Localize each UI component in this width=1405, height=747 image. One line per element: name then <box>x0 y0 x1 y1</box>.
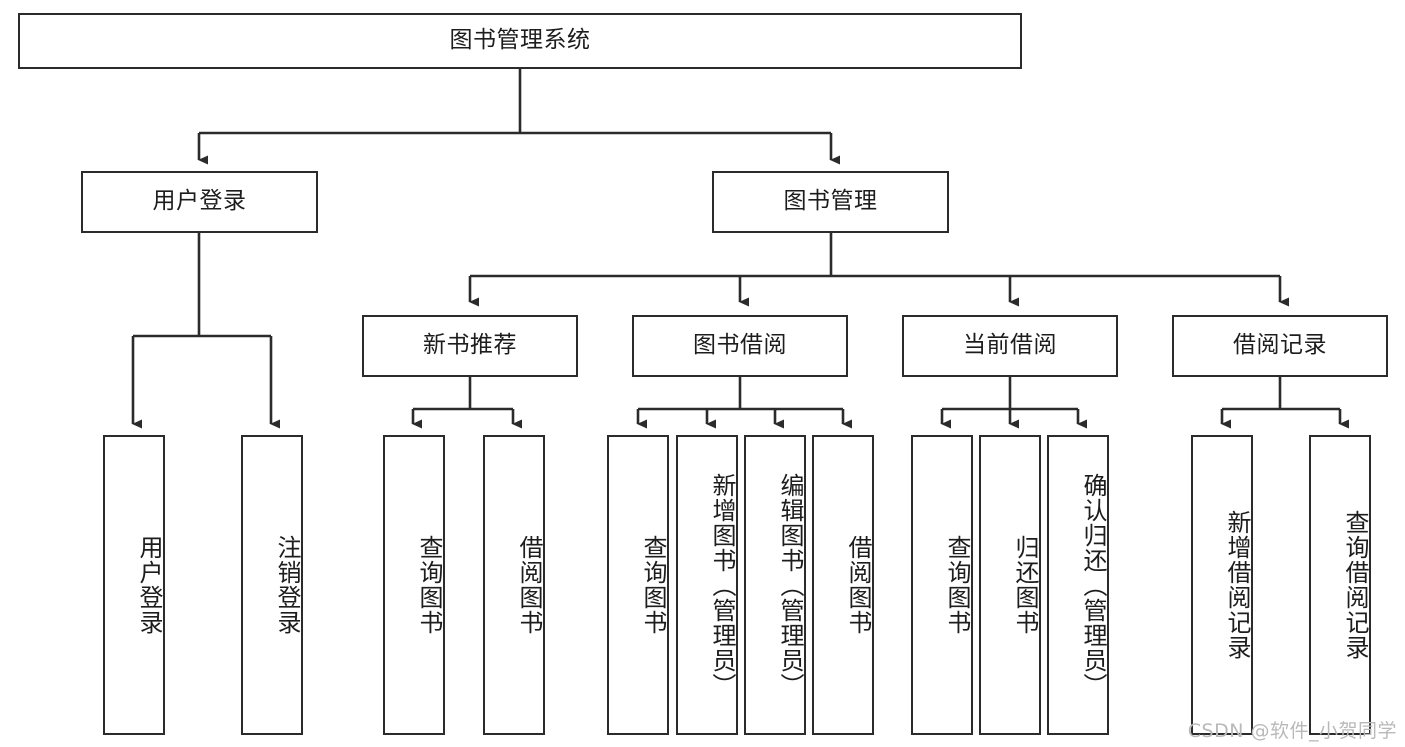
node-book-management[interactable]: 图书管理 <box>712 171 949 233</box>
node-label: 查询借阅记录 <box>1341 510 1369 660</box>
node-root[interactable]: 图书管理系统 <box>18 13 1022 69</box>
node-label: 借阅图书 <box>515 535 543 635</box>
node-label: 新增图书（管理员） <box>708 472 736 698</box>
leaf-current-borrow-return[interactable]: 归还图书 <box>979 435 1041 735</box>
node-label: 图书借阅 <box>693 332 787 359</box>
leaf-book-borrow-query[interactable]: 查询图书 <box>607 435 669 735</box>
leaf-borrow-record-query[interactable]: 查询借阅记录 <box>1309 435 1371 735</box>
leaf-current-borrow-query[interactable]: 查询图书 <box>911 435 973 735</box>
node-label: 查询图书 <box>943 535 971 635</box>
leaf-book-borrow-edit[interactable]: 编辑图书（管理员） <box>744 435 806 735</box>
node-label: 图书管理系统 <box>449 27 591 54</box>
node-current-borrow[interactable]: 当前借阅 <box>902 315 1118 377</box>
leaf-user-login-login[interactable]: 用户登录 <box>103 435 165 735</box>
node-label: 当前借阅 <box>963 332 1057 359</box>
node-label: 借阅图书 <box>844 535 872 635</box>
node-label: 注销登录 <box>273 535 301 635</box>
leaf-borrow-record-add[interactable]: 新增借阅记录 <box>1191 435 1253 735</box>
leaf-book-borrow-borrow[interactable]: 借阅图书 <box>812 435 874 735</box>
node-label: 用户登录 <box>135 535 163 635</box>
node-label: 编辑图书（管理员） <box>776 472 804 698</box>
node-book-borrow[interactable]: 图书借阅 <box>632 315 848 377</box>
node-label: 查询图书 <box>639 535 667 635</box>
node-label: 用户登录 <box>152 188 247 215</box>
watermark: CSDN @软件_小贺同学 <box>1187 720 1397 742</box>
node-label: 新增借阅记录 <box>1223 510 1251 660</box>
node-label: 查询图书 <box>415 535 443 635</box>
node-new-book-recommend[interactable]: 新书推荐 <box>362 315 578 377</box>
node-label: 借阅记录 <box>1233 332 1327 359</box>
node-label: 确认归还（管理员） <box>1079 472 1107 698</box>
leaf-current-borrow-confirm-return[interactable]: 确认归还（管理员） <box>1047 435 1109 735</box>
node-borrow-record[interactable]: 借阅记录 <box>1172 315 1388 377</box>
node-label: 图书管理 <box>783 188 878 215</box>
leaf-book-borrow-add[interactable]: 新增图书（管理员） <box>676 435 738 735</box>
node-user-login[interactable]: 用户登录 <box>81 171 318 233</box>
node-label: 归还图书 <box>1011 535 1039 635</box>
node-label: 新书推荐 <box>423 332 517 359</box>
leaf-new-book-borrow[interactable]: 借阅图书 <box>483 435 545 735</box>
leaf-new-book-query[interactable]: 查询图书 <box>383 435 445 735</box>
leaf-user-login-logout[interactable]: 注销登录 <box>241 435 303 735</box>
